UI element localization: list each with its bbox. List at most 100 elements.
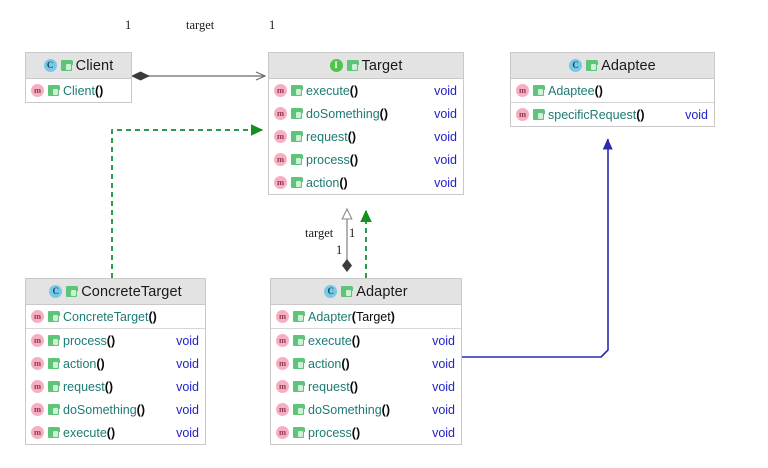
edge-label-client-target-role: target	[186, 18, 215, 32]
member-return-type: void	[432, 333, 455, 348]
class-section: m process() void m action() void m reque…	[26, 328, 205, 444]
member-row[interactable]: m request() void	[271, 375, 461, 398]
member-row[interactable]: m process() void	[269, 148, 463, 171]
class-box-adapter[interactable]: C Adapter m Adapter(Target) m execute() …	[270, 278, 462, 445]
public-icon	[66, 286, 79, 297]
public-icon	[48, 85, 60, 96]
member-name: Client()	[63, 83, 104, 98]
member-row[interactable]: m ConcreteTarget()	[26, 305, 205, 328]
class-box-client[interactable]: C Client m Client()	[25, 52, 132, 103]
edge-client-target	[131, 71, 267, 81]
member-row[interactable]: m doSomething() void	[271, 398, 461, 421]
edge-label-adapter-target-role: target	[305, 226, 334, 240]
member-name: process()	[308, 425, 361, 440]
public-icon	[293, 335, 305, 346]
member-name: process()	[63, 333, 116, 348]
edge-label-target-multiplicity: 1	[269, 18, 276, 32]
public-icon	[293, 311, 305, 322]
edge-label-adapter-target-source-multiplicity: 1	[336, 243, 343, 257]
member-name: process()	[306, 152, 359, 167]
class-icon: C	[569, 59, 583, 72]
member-name: doSomething()	[63, 402, 145, 417]
member-return-type: void	[434, 106, 457, 121]
member-return-type: void	[434, 83, 457, 98]
public-icon	[586, 60, 599, 71]
public-icon	[48, 335, 60, 346]
public-icon	[346, 60, 359, 71]
public-icon	[533, 85, 545, 96]
member-return-type: void	[176, 402, 199, 417]
public-icon	[48, 427, 60, 438]
public-icon	[293, 358, 305, 369]
method-icon: m	[276, 403, 289, 416]
member-name: doSomething()	[306, 106, 388, 121]
member-name: request()	[63, 379, 114, 394]
class-section: m Client()	[26, 79, 131, 102]
member-row[interactable]: m request() void	[26, 375, 205, 398]
class-section: m ConcreteTarget()	[26, 305, 205, 328]
edge-concretetarget-realizes-target	[111, 124, 264, 278]
edge-label-client-multiplicity: 1	[125, 18, 132, 32]
class-name-client: Client	[75, 57, 114, 74]
method-icon: m	[276, 357, 289, 370]
class-section: m execute() void m doSomething() void m …	[269, 79, 463, 194]
class-name-adapter: Adapter	[356, 283, 408, 300]
member-return-type: void	[432, 356, 455, 371]
member-row[interactable]: m doSomething() void	[269, 102, 463, 125]
member-name: execute()	[308, 333, 361, 348]
member-name: Adaptee()	[548, 83, 603, 98]
public-icon	[291, 108, 303, 119]
method-icon: m	[276, 380, 289, 393]
class-box-target[interactable]: I Target m execute() void m doSomething(…	[268, 52, 464, 195]
class-box-concretetarget[interactable]: C ConcreteTarget m ConcreteTarget() m pr…	[25, 278, 206, 445]
class-header-adapter: C Adapter	[271, 279, 461, 305]
public-icon	[48, 358, 60, 369]
member-return-type: void	[176, 333, 199, 348]
method-icon: m	[276, 426, 289, 439]
member-row[interactable]: m action() void	[26, 352, 205, 375]
class-icon: C	[43, 59, 57, 72]
class-name-concretetarget: ConcreteTarget	[81, 283, 182, 300]
member-name: request()	[306, 129, 357, 144]
member-return-type: void	[432, 379, 455, 394]
method-icon: m	[516, 84, 529, 97]
member-name: ConcreteTarget()	[63, 309, 157, 324]
class-name-adaptee: Adaptee	[601, 57, 656, 74]
class-icon: C	[324, 285, 338, 298]
member-name: action()	[63, 356, 105, 371]
member-name: action()	[308, 356, 350, 371]
member-row[interactable]: m Client()	[26, 79, 131, 102]
member-name: action()	[306, 175, 348, 190]
member-row[interactable]: m action() void	[271, 352, 461, 375]
method-icon: m	[274, 130, 287, 143]
member-return-type: void	[434, 129, 457, 144]
public-icon	[48, 404, 60, 415]
public-icon	[48, 311, 60, 322]
member-row[interactable]: m Adaptee()	[511, 79, 714, 102]
public-icon	[293, 381, 305, 392]
member-row[interactable]: m process() void	[26, 329, 205, 352]
member-row[interactable]: m execute() void	[271, 329, 461, 352]
member-row[interactable]: m request() void	[269, 125, 463, 148]
method-icon: m	[31, 84, 44, 97]
public-icon	[533, 109, 545, 120]
method-icon: m	[274, 176, 287, 189]
public-icon	[60, 60, 73, 71]
member-row[interactable]: m process() void	[271, 421, 461, 444]
method-icon: m	[31, 357, 44, 370]
class-box-adaptee[interactable]: C Adaptee m Adaptee() m specificRequest(…	[510, 52, 715, 127]
public-icon	[291, 154, 303, 165]
class-header-adaptee: C Adaptee	[511, 53, 714, 79]
member-row[interactable]: m Adapter(Target)	[271, 305, 461, 328]
class-section: m Adapter(Target)	[271, 305, 461, 328]
member-row[interactable]: m specificRequest() void	[511, 103, 714, 126]
method-icon: m	[274, 84, 287, 97]
member-row[interactable]: m action() void	[269, 171, 463, 194]
member-return-type: void	[685, 107, 708, 122]
class-section: m execute() void m action() void m reque…	[271, 328, 461, 444]
member-row[interactable]: m execute() void	[26, 421, 205, 444]
member-row[interactable]: m execute() void	[269, 79, 463, 102]
interface-icon: I	[329, 59, 343, 72]
member-row[interactable]: m doSomething() void	[26, 398, 205, 421]
public-icon	[291, 177, 303, 188]
